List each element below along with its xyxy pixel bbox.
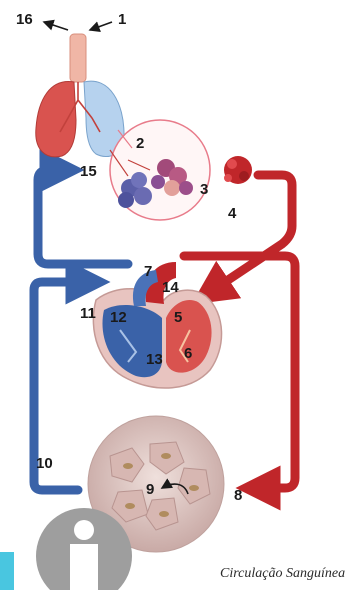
label-1: 1: [118, 11, 126, 28]
label-16: 16: [16, 11, 33, 28]
label-4: 4: [228, 205, 237, 222]
label-2: 2: [136, 135, 144, 152]
label-11: 11: [80, 305, 96, 322]
diagram-caption: Circulação Sanguínea: [220, 566, 351, 582]
label-3: 3: [200, 181, 208, 198]
label-5: 5: [174, 309, 182, 326]
lungs: [36, 34, 124, 157]
capillary-knot: [224, 156, 252, 184]
arrow-16: [44, 22, 68, 30]
right-lung: [36, 82, 76, 157]
label-15: 15: [80, 163, 97, 180]
trachea: [70, 34, 86, 82]
cyan-corner-block: [0, 552, 14, 590]
label-12: 12: [110, 309, 127, 326]
label-13: 13: [146, 351, 163, 368]
label-9: 9: [146, 481, 154, 498]
arrow-1: [90, 22, 112, 30]
alveoli-callout: [110, 120, 210, 220]
label-14: 14: [162, 279, 179, 296]
label-10: 10: [36, 455, 53, 472]
label-6: 6: [184, 345, 192, 362]
label-8: 8: [234, 487, 242, 504]
pulmonary-vein-tube: [210, 175, 292, 292]
label-7: 7: [144, 263, 152, 280]
